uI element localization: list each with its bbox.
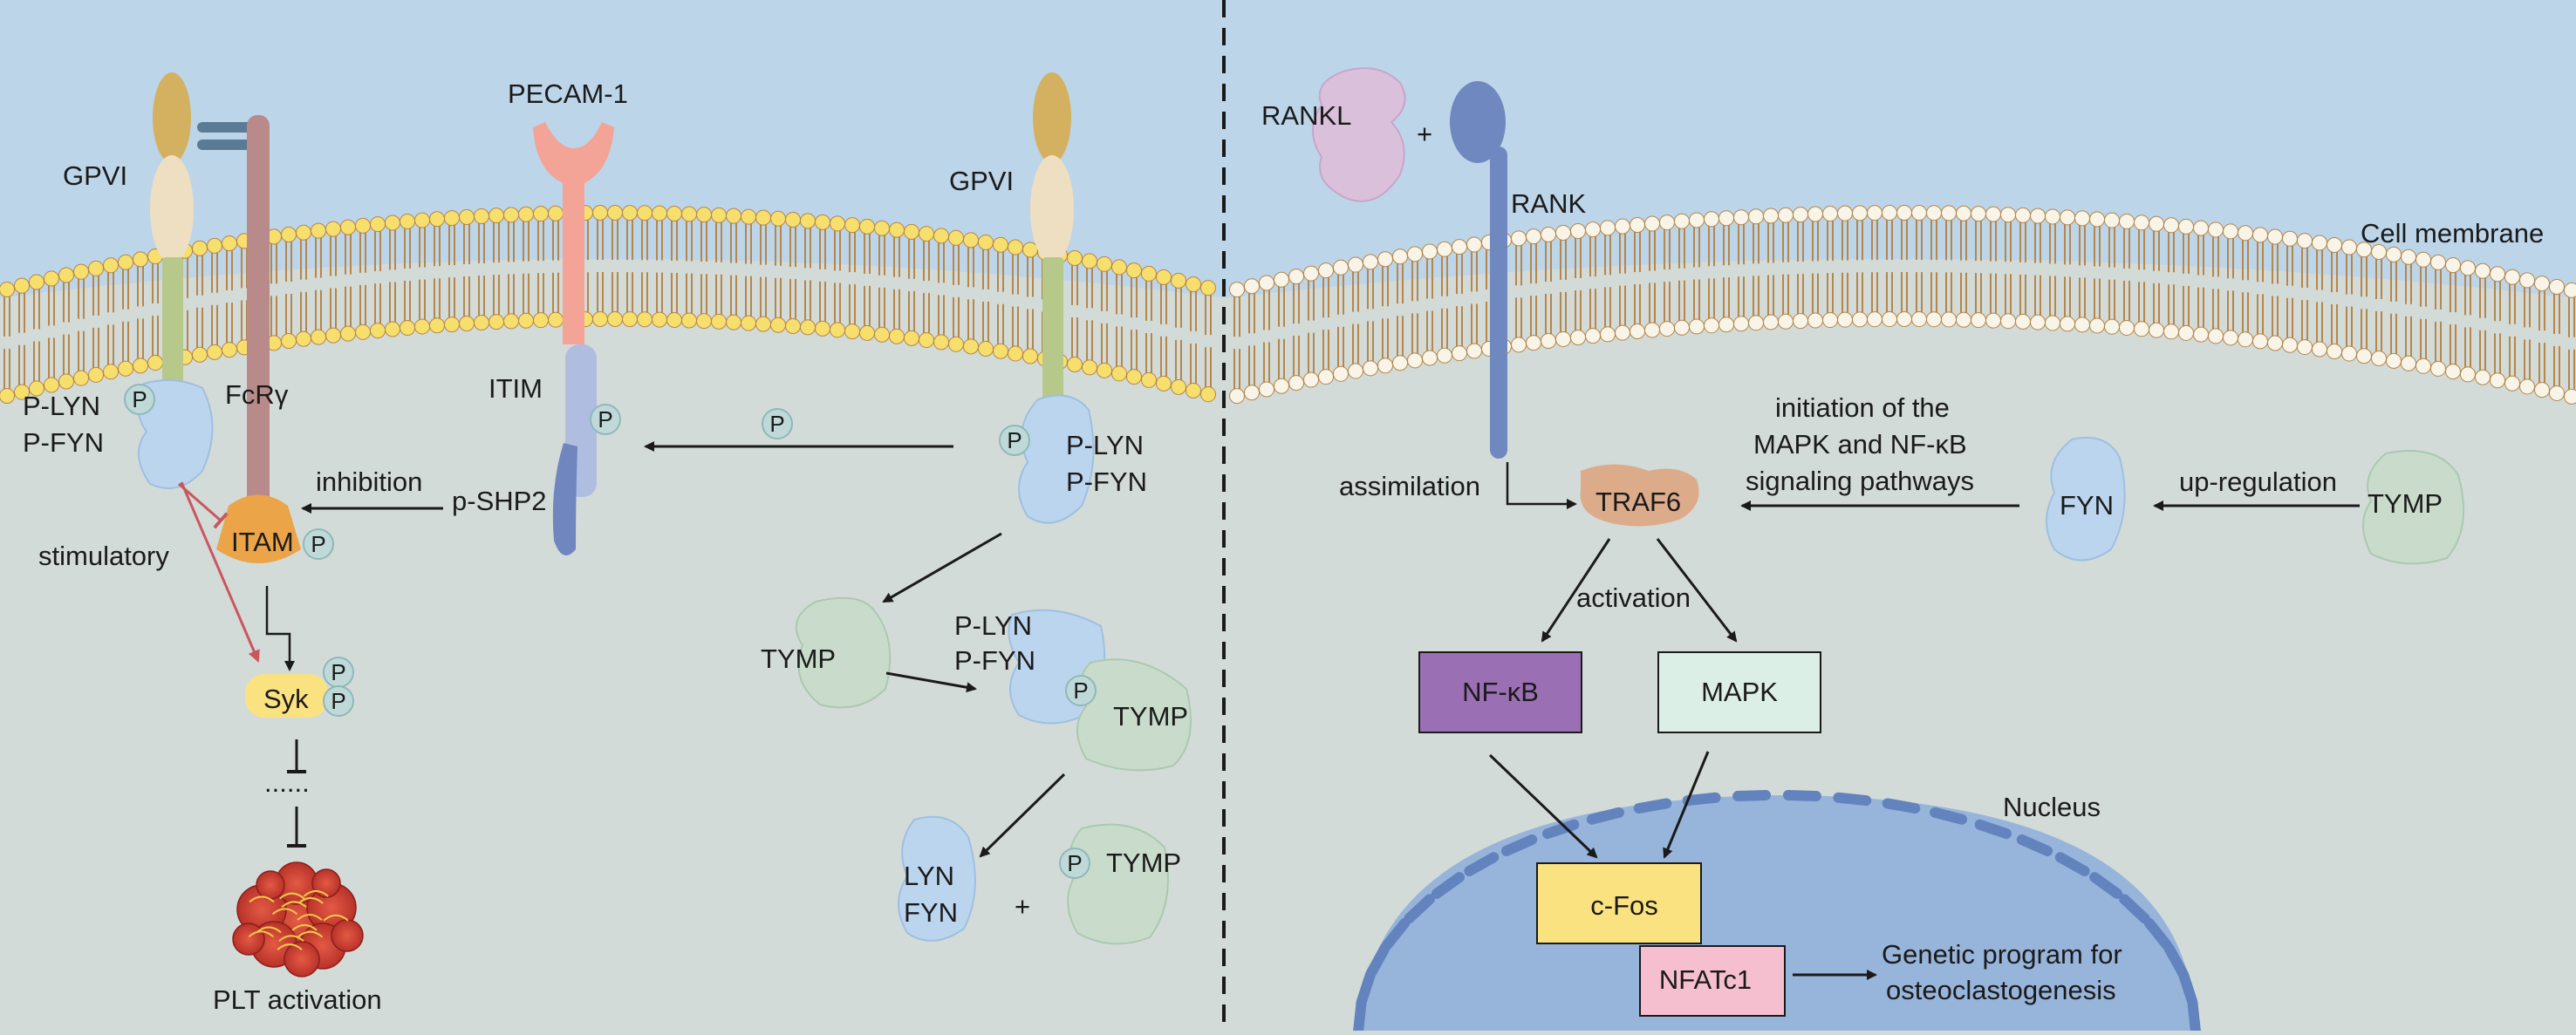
rankl-ligand bbox=[1313, 68, 1405, 201]
complex-phosphate: P bbox=[1066, 676, 1096, 705]
rankl-label: RANKL bbox=[1261, 100, 1351, 131]
itim-phosphate: P bbox=[591, 405, 620, 434]
tymp-released-label: TYMP bbox=[1106, 848, 1181, 878]
fcr-gamma-label: FcRγ bbox=[225, 379, 289, 410]
itam-phosphate: P bbox=[304, 529, 333, 559]
p-shp2-label: p-SHP2 bbox=[452, 486, 547, 516]
svg-text:P: P bbox=[769, 411, 784, 437]
p-fyn-left-label: P-FYN bbox=[23, 427, 104, 458]
rankl-rank-plus: + bbox=[1417, 119, 1432, 149]
traf6-label: TRAF6 bbox=[1595, 487, 1681, 517]
lyn-label: LYN bbox=[904, 861, 954, 891]
p-lyn-right-phosphate: P bbox=[1000, 426, 1029, 455]
mapk-label: MAPK bbox=[1701, 677, 1778, 707]
genetic-program-line2: osteoclastogenesis bbox=[1886, 975, 2116, 1005]
nucleus-label: Nucleus bbox=[2003, 792, 2101, 822]
svg-text:P: P bbox=[1067, 850, 1082, 876]
genetic-program-line1: Genetic program for bbox=[1882, 939, 2122, 970]
svg-text:P: P bbox=[331, 659, 345, 685]
svg-text:P: P bbox=[331, 688, 345, 714]
svg-text:P: P bbox=[311, 531, 325, 557]
syk-phosphate-1: P bbox=[324, 657, 353, 687]
stimulatory-label: stimulatory bbox=[38, 541, 169, 571]
itam-label: ITAM bbox=[231, 527, 294, 557]
svg-text:P: P bbox=[1007, 427, 1022, 453]
p-lyn-right-label: P-LYN bbox=[1066, 430, 1144, 460]
released-phosphate: P bbox=[1060, 848, 1090, 878]
syk-phosphate-2: P bbox=[324, 686, 353, 716]
rank-label: RANK bbox=[1511, 188, 1586, 219]
fyn-label: FYN bbox=[2060, 490, 2114, 521]
up-regulation-label: up-regulation bbox=[2179, 466, 2337, 497]
p-fyn-complex-label: P-FYN bbox=[954, 645, 1035, 676]
plus-left: + bbox=[1015, 891, 1030, 922]
fyn-label: FYN bbox=[904, 897, 958, 928]
svg-text:P: P bbox=[598, 406, 612, 432]
initiation-line1: initiation of the bbox=[1775, 392, 1950, 423]
tymp-released bbox=[1068, 825, 1168, 944]
ellipsis-label: ...... bbox=[264, 767, 310, 798]
nfatc1-label: NFATc1 bbox=[1659, 964, 1752, 995]
tymp-right-label: TYMP bbox=[2368, 488, 2443, 519]
svg-text:P: P bbox=[1073, 678, 1088, 704]
initiation-line2: MAPK and NF-κB bbox=[1753, 429, 1967, 460]
assimilation-label: assimilation bbox=[1339, 471, 1480, 501]
activation-label: activation bbox=[1576, 582, 1691, 613]
itim-label: ITIM bbox=[489, 373, 543, 404]
tymp-free-label: TYMP bbox=[761, 643, 836, 674]
p-fyn-right-label: P-FYN bbox=[1066, 466, 1147, 497]
p-lyn-left-phosphate: P bbox=[125, 385, 154, 414]
syk-label: Syk bbox=[263, 684, 309, 714]
p-lyn-left-label: P-LYN bbox=[23, 391, 100, 421]
plt-activation-label: PLT activation bbox=[213, 984, 382, 1015]
cfos-label: c-Fos bbox=[1590, 890, 1658, 921]
svg-text:P: P bbox=[132, 386, 147, 412]
cell-membrane-label: Cell membrane bbox=[2361, 218, 2544, 249]
free-phosphate: P bbox=[762, 409, 792, 439]
pecam-1-label: PECAM-1 bbox=[508, 78, 628, 109]
inhibition-label: inhibition bbox=[316, 466, 422, 497]
nfkb-label: NF-κB bbox=[1462, 677, 1539, 707]
gpvi-left-label: GPVI bbox=[63, 160, 127, 191]
gpvi-right-label: GPVI bbox=[949, 166, 1014, 196]
p-lyn-complex-label: P-LYN bbox=[954, 610, 1032, 641]
initiation-line3: signaling pathways bbox=[1746, 466, 1974, 496]
tymp-complex-label: TYMP bbox=[1113, 701, 1188, 732]
